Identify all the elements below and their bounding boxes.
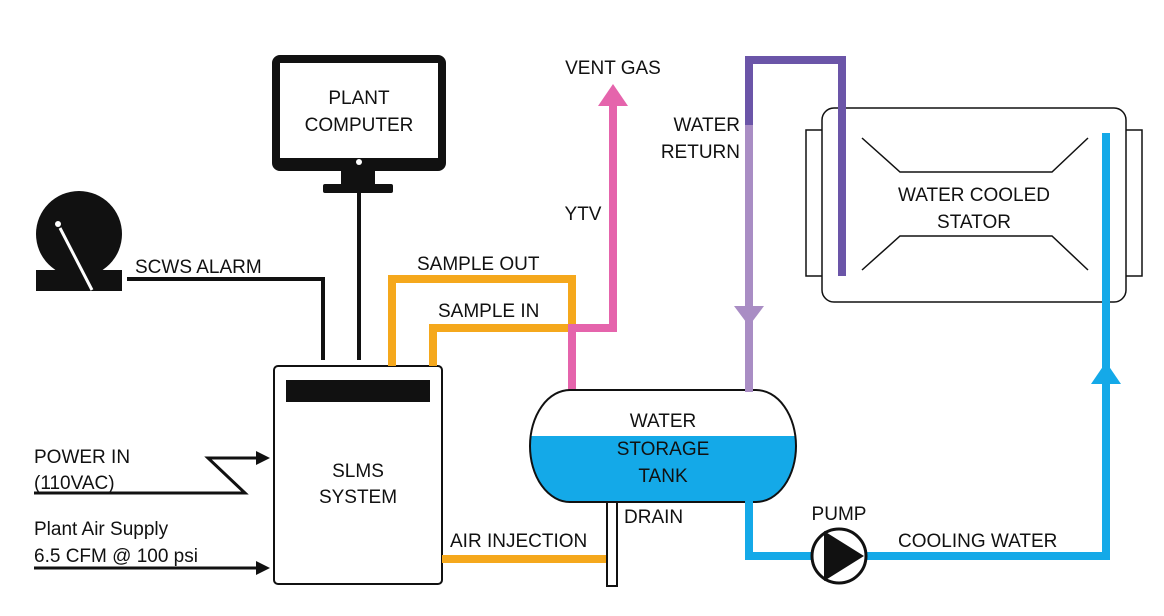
plant-air-label-line2: 6.5 CFM @ 100 psi (34, 546, 198, 567)
ytv-label: YTV (565, 204, 602, 225)
scws-alarm-line (127, 277, 325, 360)
water-return-arrow-icon (734, 306, 764, 326)
vent-gas-line (568, 104, 617, 391)
plant-computer-label-line2: COMPUTER (305, 115, 414, 136)
cooling-water-line-to-pump (745, 500, 815, 560)
tank-label-line2: STORAGE (617, 439, 710, 460)
tank-label-line1: WATER (630, 411, 697, 432)
stator-label-line1: WATER COOLED (898, 185, 1050, 206)
slms-system-box (273, 365, 443, 585)
sample-in-line (429, 324, 572, 366)
monitor-icon (272, 55, 446, 193)
vent-gas-arrow-icon (598, 84, 628, 106)
plant-computer-label-line1: PLANT (328, 88, 390, 109)
water-storage-tank (529, 389, 797, 503)
power-in-arrow-icon (256, 451, 270, 465)
drain-pipe (606, 499, 618, 587)
slms-label-line2: SYSTEM (319, 487, 397, 508)
pump-label: PUMP (812, 504, 867, 525)
alarm-horn-icon (36, 191, 122, 291)
power-in-label-line2: (110VAC) (34, 473, 115, 494)
stator-label-line2: STATOR (937, 212, 1011, 233)
tank-water-level (530, 436, 796, 502)
power-in-label-line1: POWER IN (34, 447, 130, 468)
drain-label: DRAIN (624, 507, 683, 528)
water-cooled-stator (805, 107, 1143, 303)
power-in-line (34, 456, 262, 495)
sample-out-label: SAMPLE OUT (417, 254, 540, 275)
plant-air-label-line1: Plant Air Supply (34, 519, 169, 540)
water-return-label-line1: WATER (674, 115, 741, 136)
slms-label-line1: SLMS (332, 461, 384, 482)
tank-label-line3: TANK (638, 466, 688, 487)
air-injection-label: AIR INJECTION (450, 531, 587, 552)
cooling-water-arrow-icon (1091, 362, 1121, 384)
pump-icon (810, 527, 868, 585)
cooling-water-label: COOLING WATER (898, 531, 1057, 552)
plant-air-arrow-icon (256, 561, 270, 575)
cooling-water-line (865, 133, 1110, 560)
vent-gas-label: VENT GAS (565, 58, 661, 79)
scws-alarm-label: SCWS ALARM (135, 257, 262, 278)
water-return-label-line2: RETURN (661, 142, 740, 163)
sample-in-label: SAMPLE IN (438, 301, 539, 322)
